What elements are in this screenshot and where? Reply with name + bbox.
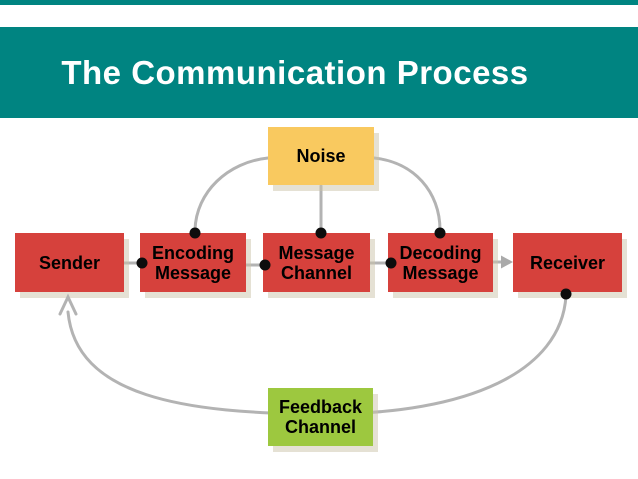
top-border-strip [0,0,638,5]
node-decoding-message: Decoding Message [388,233,493,292]
connector-noise-to-decoding [372,156,442,232]
title-band: The Communication Process [0,27,638,118]
node-feedback-channel-label: Feedback Channel [278,397,363,437]
node-message-channel-label: Message Channel [278,242,355,283]
node-sender-label: Sender [38,252,101,273]
arrow-right-icon [501,255,513,269]
node-feedback-channel: Feedback Channel [268,388,373,446]
arrow-up-icon [58,293,78,316]
node-encoding-message: Encoding Message [140,233,246,292]
node-encoding-message-label: Encoding Message [152,242,234,283]
node-noise: Noise [268,127,374,185]
node-message-channel: Message Channel [263,233,370,292]
node-noise-label: Noise [296,146,346,166]
node-decoding-message-label: Decoding Message [399,242,482,283]
connector-noise-to-encoding [193,156,270,232]
node-receiver-label: Receiver [529,252,606,273]
page-title: The Communication Process [61,53,529,91]
node-receiver: Receiver [513,233,622,292]
node-sender: Sender [15,233,124,292]
